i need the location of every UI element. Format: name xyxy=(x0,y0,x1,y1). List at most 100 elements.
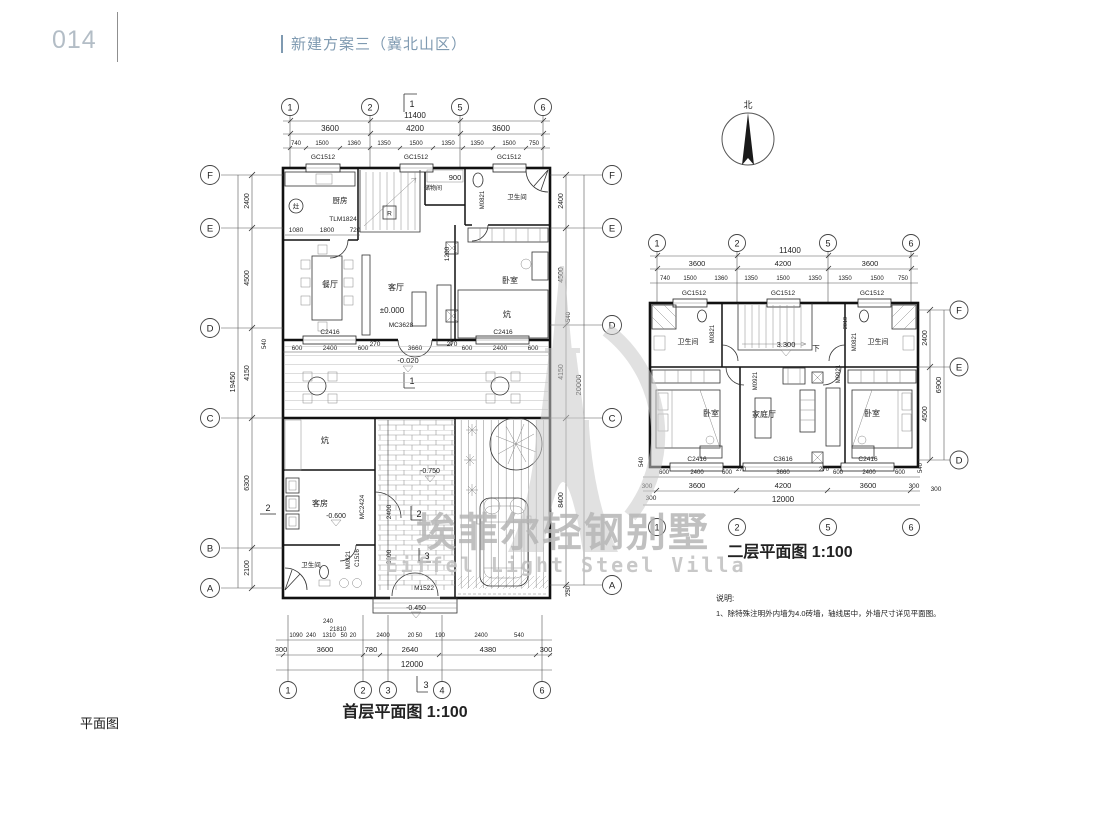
grid-bubble-label: 1 xyxy=(285,686,290,696)
footer-label: 平面图 xyxy=(80,716,120,731)
dim-label: 1360 xyxy=(714,276,728,282)
grid-bubble-label: 5 xyxy=(825,523,830,533)
grid-bubble-label: A xyxy=(207,584,214,595)
dim-label: 3600 xyxy=(689,259,706,268)
window-tag: GC1512 xyxy=(860,290,885,297)
room-label-hall: 家庭厅 xyxy=(752,409,776,419)
dim-label: 600 xyxy=(833,470,844,476)
dim-label: 1500 xyxy=(776,276,790,282)
grid-bubble-label: E xyxy=(609,224,615,235)
dim-label: 240 xyxy=(306,633,317,639)
dim-label: 2400 xyxy=(376,633,390,639)
floor2-right-grid-bubbles: F E D xyxy=(949,300,969,470)
grid-bubble-label: 6 xyxy=(539,686,544,696)
watermark-cn: 埃菲尔轻钢别墅 xyxy=(416,511,710,555)
dim-label: 750 xyxy=(529,141,540,147)
watermark-text: 埃菲尔轻钢别墅 Eiffel Light Steel Villa xyxy=(386,511,744,577)
dim-label: 19450 xyxy=(228,372,237,393)
floor1-stair xyxy=(359,170,421,233)
floor2-interior: 卫生间 M0821 卫生间 M0821 2010 卧室 卧室 M0921 xyxy=(651,304,917,464)
dim-label: 240 xyxy=(323,619,334,625)
dim-label: 600 xyxy=(722,470,733,476)
floor1-courtyard: -0.750 2400 3600 2 3 M1522 -0.450 xyxy=(378,420,455,619)
dim-label: 3600 xyxy=(860,481,877,490)
grid-bubble-label: A xyxy=(609,581,616,592)
floor1-interior: 灶 厨房 TLM1824 R 1080 1800 720 储物间 900 卫生间… xyxy=(284,169,549,346)
dim-label: 270 xyxy=(736,467,747,473)
room-label-kitchen: 厨房 xyxy=(333,195,348,205)
dim-label: 300 xyxy=(931,486,942,493)
header-divider xyxy=(117,12,118,62)
floor1-bottom-dimensions: 240 21810 1090 240 1310 50 20 2400 20 50… xyxy=(275,615,553,693)
grid-bubble-label: 2 xyxy=(734,523,739,533)
room-label-kang: 炕 xyxy=(321,435,329,445)
room-label-guest: 客房 xyxy=(312,498,328,508)
floor1-top-dimensions: 11400 3600 4200 3600 740 1500 1360 1350 … xyxy=(283,93,550,168)
dim-label: 300 xyxy=(909,483,920,490)
dim-label: 8400 xyxy=(558,492,565,508)
dim-label: 600 xyxy=(659,470,670,476)
north-label: 北 xyxy=(743,100,752,110)
window-tag: C2416 xyxy=(493,329,513,336)
door-tag: M0921 xyxy=(836,364,842,383)
room-label-bedroom: 卧室 xyxy=(703,408,719,418)
dim-label: 21810 xyxy=(330,627,347,633)
dim-label: 4500 xyxy=(244,270,251,286)
dim-label: 1200 xyxy=(444,246,451,261)
north-indicator: 北 xyxy=(721,100,775,166)
floor2-right-dimensions: 2400 4500 6900 540 300 xyxy=(918,306,950,493)
dim-label: 4200 xyxy=(775,259,792,268)
dim-label: 540 xyxy=(566,311,572,322)
dim-label: 4200 xyxy=(406,124,424,133)
level-label: -0.600 xyxy=(326,513,346,520)
dim-label: 250 xyxy=(566,585,572,596)
floor2-title: 二层平面图 1:100 xyxy=(727,543,852,561)
dim-label: 4200 xyxy=(775,481,792,490)
dim-label: 540 xyxy=(262,338,268,349)
dim-label: 1350 xyxy=(441,141,455,147)
door-tag: M0821 xyxy=(346,550,352,569)
grid-bubble-label: 5 xyxy=(457,103,462,113)
dim-label: 540 xyxy=(918,462,924,473)
floor2-building xyxy=(648,298,920,472)
level-label: -0.450 xyxy=(406,605,426,612)
dim-label: 1090 xyxy=(289,633,303,639)
floor2-bottom-grid-bubbles: 1 2 5 6 xyxy=(648,518,920,536)
floor2-top-grid-bubbles: 1 2 5 6 xyxy=(648,234,920,252)
window-tag: C2416 xyxy=(320,329,340,336)
room-label-bath: 卫生间 xyxy=(507,192,527,201)
dim-label: 1350 xyxy=(470,141,484,147)
notes-title: 说明: xyxy=(716,593,734,603)
dim-label: 20 xyxy=(408,633,415,639)
logo-swoosh xyxy=(602,324,666,521)
section-label: 3 xyxy=(423,680,428,690)
room-label-kang: 炕 xyxy=(503,309,511,319)
grid-bubble-label: E xyxy=(207,224,213,235)
stair-direction-label: 下 xyxy=(812,344,820,353)
window-tag: GC1512 xyxy=(497,154,522,161)
room-label-bath: 卫生间 xyxy=(301,560,321,569)
floor1-building xyxy=(281,163,552,614)
dim-label: 1310 xyxy=(322,633,336,639)
dim-label: 3600 xyxy=(317,645,334,654)
floor1-top-grid-bubbles: 1 2 5 6 xyxy=(281,98,552,116)
level-label: -0.750 xyxy=(420,468,440,475)
window-tag: GC1512 xyxy=(682,290,707,297)
dim-label: 6900 xyxy=(934,377,943,394)
grid-bubble-label: 2 xyxy=(734,239,739,249)
door-tag: M0921 xyxy=(753,371,759,390)
grid-bubble-label: 4 xyxy=(439,686,444,696)
dim-label: 3600 xyxy=(689,481,706,490)
window-tag: C2416 xyxy=(687,456,707,463)
grid-bubble-label: 6 xyxy=(908,523,913,533)
dim-label: 1350 xyxy=(838,276,852,282)
grid-bubble-label: F xyxy=(609,171,615,182)
level-label: 3.300 xyxy=(777,340,796,349)
dim-label: 300 xyxy=(540,645,553,654)
room-label-dining: 餐厅 xyxy=(322,280,338,289)
floor1-left-dimensions: 2400 4500 4150 6300 2100 19450 540 2 xyxy=(221,171,283,592)
grid-bubble-label: 2 xyxy=(367,103,372,113)
dim-label: 720 xyxy=(350,227,361,234)
floor1-left-grid-bubbles: F E D C B A xyxy=(200,165,220,598)
page-number: 014 xyxy=(52,26,97,54)
